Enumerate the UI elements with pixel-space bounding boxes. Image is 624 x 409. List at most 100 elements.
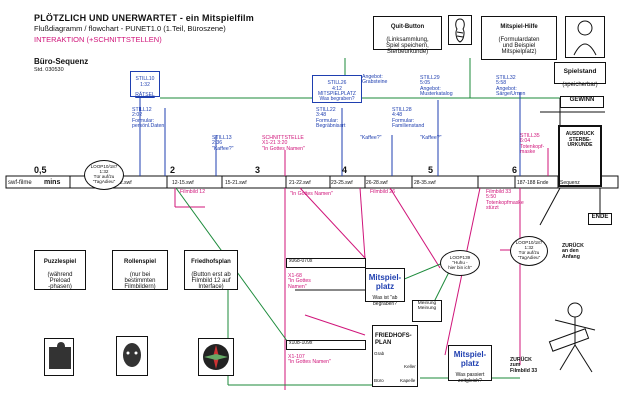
still-35-label: STILL35 6:04 Totenkopf- maske	[520, 133, 545, 156]
mummy-icon	[448, 15, 472, 45]
schnittstelle-label: SCHNITTSTELLE X1-21 3:20 "In Gottes Name…	[262, 135, 305, 152]
still-32-label: STILL32 5:58 Angebot: Särge/Urnen	[496, 75, 526, 98]
segment-x108[interactable]: x108-109x	[286, 340, 366, 350]
ausdruck-label: AUSDRUCK STERBE- URKUNDE	[565, 131, 595, 148]
scale-5: 5	[428, 165, 434, 175]
segment-x068-label: x068-070x	[289, 258, 313, 264]
help-title: Mitspiel-Hilfe	[500, 24, 538, 31]
sequence-code: Std. 030530	[34, 67, 64, 73]
mitspielplatz-1-title: Mitspiel- platz	[368, 273, 402, 291]
plan-kapelle[interactable]: Kapelle	[400, 378, 416, 383]
skeleton-memento-icon	[540, 300, 610, 380]
save-game-title: Spielstand	[563, 68, 597, 76]
sequence-title: Büro-Sequenz	[34, 57, 89, 66]
gewinn-box: GEWINN	[560, 96, 604, 108]
still-22-label: STILL22 3:48 Formular: Begräbnisart	[316, 107, 346, 130]
segment-23-25[interactable]: 23-25.swf	[331, 180, 353, 186]
segment-sequenz[interactable]: Sequenz	[560, 180, 580, 186]
loop-139[interactable]: LOOP139 "Huhu - hier bin ich"	[440, 250, 480, 276]
meinung-label: Meinung Meinung	[417, 301, 437, 312]
segment-26-28[interactable]: 26-28.swf	[366, 180, 388, 186]
magenta-connector	[299, 187, 366, 259]
plan-buero[interactable]: Büro	[374, 378, 384, 383]
still-10-label: STILL10 1:32	[135, 76, 155, 88]
still-29-label: STILL29 5:05 Angebot: Musterkatalog	[420, 75, 453, 98]
timeline-unit: mins	[44, 179, 61, 186]
mitspielplatz-1-question: Was ist "ab begraben?	[372, 295, 398, 307]
roleplay-box: Rollenspiel (nur bei bestimmten Filmbild…	[112, 250, 168, 290]
segment-28-35[interactable]: 28-35.swf	[414, 180, 436, 186]
timeline-strip	[5, 175, 619, 189]
still-26-label: STILL26 4:12 MITSPIELPLATZ Was begraben?	[318, 80, 356, 102]
magenta-connector	[359, 187, 366, 259]
friedhofsplan-title: FRIEDHOFS- PLAN	[375, 333, 412, 346]
page-title: PLÖTZLICH UND UNERWARTET - ein Mitspielf…	[34, 13, 254, 23]
still-26-box[interactable]: STILL26 4:12 MITSPIELPLATZ Was begraben?	[312, 75, 362, 103]
loop-139-label: LOOP139 "Huhu - hier bin ich"	[448, 255, 472, 271]
gewinn-label: GEWINN	[569, 97, 595, 103]
segment-187-188[interactable]: 187-188 Ende	[517, 180, 549, 186]
still-28-label: STILL28 4:48 Formular: Familienstand	[392, 107, 425, 130]
segment-x108-label: x108-109x	[289, 340, 313, 346]
save-game-desc: (speicherbar)	[562, 82, 598, 89]
mitspielplatz-2-title: Mitspiel- platz	[453, 350, 487, 368]
ende-label: ENDE	[591, 214, 609, 220]
x1-68-note: X1-68 "In Gottes Namen"	[288, 273, 311, 290]
cemetery-desc: (Button erst ab Filmbild 12 auf Interfac…	[191, 271, 231, 291]
segment-15-21[interactable]: 15-21.swf	[225, 180, 247, 186]
help-box: Mitspiel-Hilfe (Formulardaten und Beispi…	[481, 16, 557, 60]
scale-6: 6	[512, 165, 518, 175]
plan-keller[interactable]: Keller	[404, 364, 416, 369]
friedhofsplan-box[interactable]: FRIEDHOFS- PLAN	[372, 325, 418, 387]
still-12-label: STILL12 2:02 Formular: persönl.Daten	[132, 107, 165, 130]
magenta-connector	[304, 314, 366, 336]
quit-button-box: Quit-Button (Linksammlung, Spiel speiche…	[373, 16, 442, 55]
loop-top-label: LOOP10/187 1:32 Tür auf/zu "TagAdieu"	[90, 164, 118, 185]
still-13-label: STILL13 2:36 "Kaffee?"	[212, 135, 234, 152]
page-interaction-label: INTERAKTION (+SCHNITTSTELLEN)	[34, 35, 162, 44]
face-icon	[116, 336, 148, 376]
still-23-label: "Kaffee?"	[360, 135, 382, 141]
loop-bottom-label: LOOP10/187 1:32 Tür auf/zu "TagAdieu"	[515, 240, 543, 261]
mitspielplatz-2-question: Was passiert zeitgleich?	[455, 372, 485, 384]
segment-12-15[interactable]: 12-15.swf	[172, 180, 194, 186]
still-10-link: RÄTSEL	[135, 92, 155, 98]
help-desc: (Formulardaten und Beispiel Mitspielplat…	[498, 36, 540, 56]
segment-21-22[interactable]: 21-22.swf	[289, 180, 311, 186]
puzzle-piece-icon	[44, 338, 74, 376]
puzzle-title: Puzzlespiel	[43, 259, 77, 266]
quit-button-title: Quit-Button	[390, 24, 425, 31]
x1-107-note: X1-107 "In Gottes Namen"	[288, 354, 331, 366]
cemetery-plan-box: Friedhofsplan (Button erst ab Filmbild 1…	[184, 250, 238, 290]
scale-3: 3	[255, 165, 261, 175]
mitspielplatz-box-1[interactable]: Mitspiel- platz Was ist "ab begraben?	[365, 268, 405, 306]
puzzle-box: Puzzlespiel (während Preload -phasen)	[34, 250, 86, 290]
gottes-namen-note: "In Gottes Namen"	[290, 191, 333, 197]
save-game-box: Spielstand (speicherbar)	[554, 62, 606, 88]
timeline-label: swf-filme	[8, 180, 32, 186]
cemetery-title: Friedhofsplan	[191, 259, 231, 266]
loop-10-187-bottom[interactable]: LOOP10/187 1:32 Tür auf/zu "TagAdieu"	[510, 236, 548, 266]
plan-grab[interactable]: Grab	[374, 351, 385, 356]
scale-4: 4	[342, 165, 348, 175]
filmbild-12-note: Filmbild 12	[180, 189, 206, 195]
filmbild-33-label: Filmbild 33 5:50 Totenkopfmaske stürzt	[486, 189, 524, 212]
scale-0-5: 0,5	[34, 165, 47, 175]
ausdruck-box: AUSDRUCK STERBE- URKUNDE	[558, 125, 602, 187]
scale-2: 2	[170, 165, 176, 175]
segment-x068[interactable]: x068-070x	[286, 258, 366, 268]
back-to-filmbild[interactable]: ZURÜCK zum Filmbild 33	[510, 357, 538, 374]
magenta-connector	[389, 187, 441, 269]
filmbild-26-note: Filmbild 26	[370, 189, 396, 195]
page-subtitle: Flußdiagramm / flowchart - PUNET1.0 (1.T…	[34, 24, 226, 33]
still-10-box[interactable]: STILL10 1:32 RÄTSEL	[130, 71, 160, 98]
still-29b-label: "Kaffee?"	[420, 135, 442, 141]
roleplay-title: Rollenspiel	[123, 259, 156, 266]
back-to-start[interactable]: ZURÜCK an den Anfang	[562, 243, 584, 260]
loop-10-187-top[interactable]: LOOP10/187 1:32 Tür auf/zu "TagAdieu"	[84, 160, 124, 190]
figure-icon	[565, 16, 605, 58]
mitspielplatz-box-2[interactable]: Mitspiel- platz Was passiert zeitgleich?	[448, 345, 492, 384]
connector	[539, 187, 561, 226]
